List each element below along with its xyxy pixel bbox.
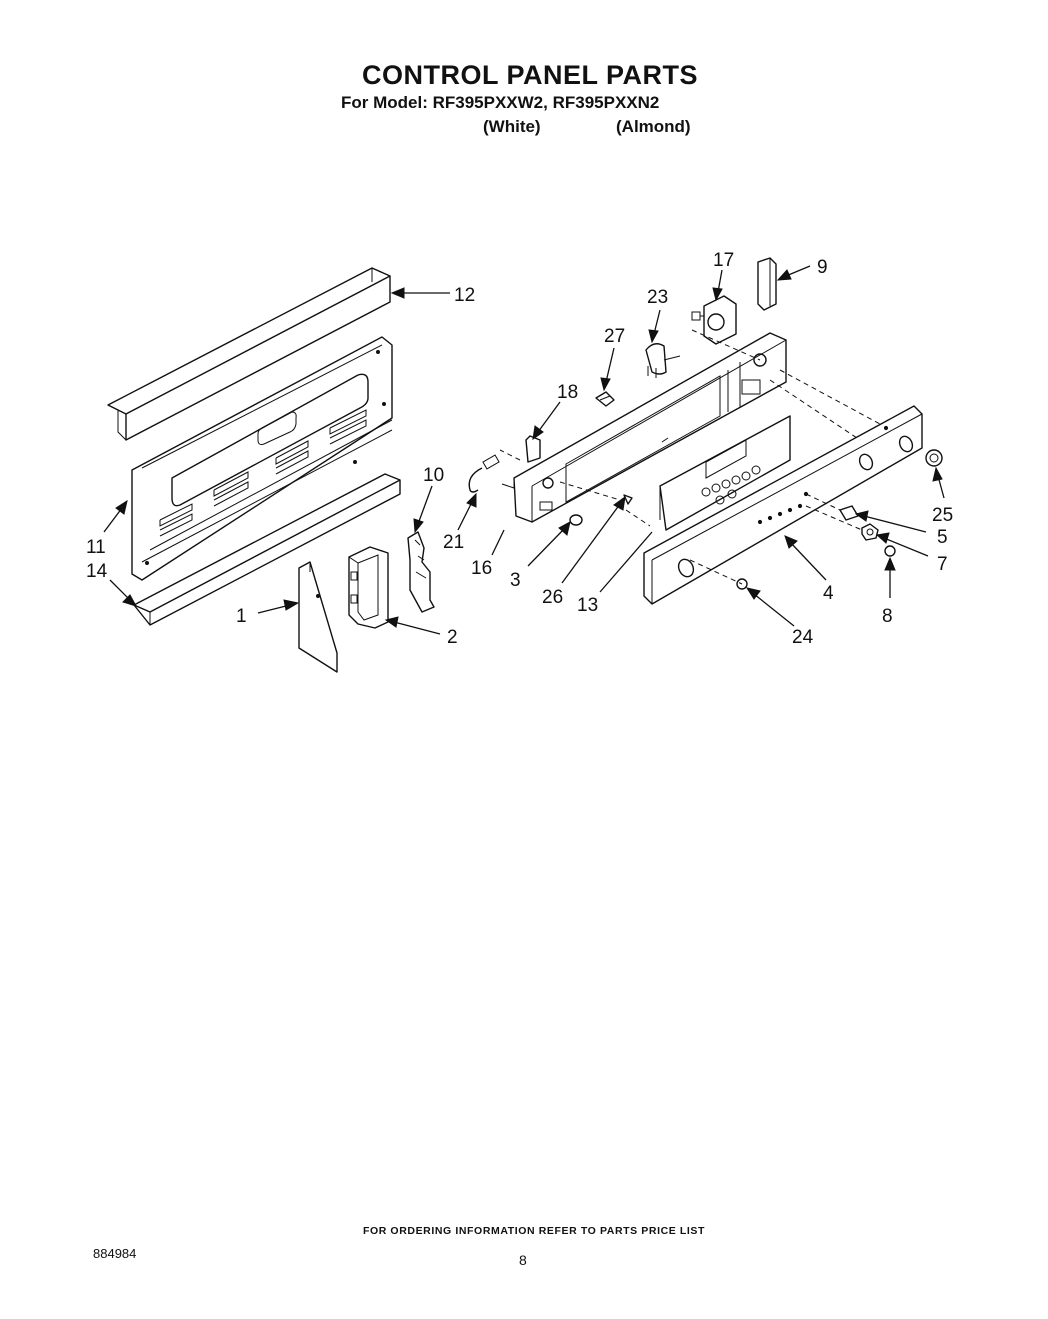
callout-7: 7: [937, 554, 948, 575]
callout-4: 4: [823, 583, 834, 604]
callout-24: 24: [792, 627, 814, 648]
part-12-top-trim: [107, 267, 391, 441]
callout-14: 14: [86, 561, 108, 582]
part-24-shaft: [736, 578, 748, 590]
part-5-socket: [839, 505, 859, 521]
callout-1: 1: [236, 606, 247, 627]
part-3-insert: [569, 514, 583, 526]
callout-8: 8: [882, 606, 893, 627]
part-26-spring-clip: [623, 494, 633, 505]
callout-21: 21: [443, 532, 464, 553]
callout-17: 17: [713, 250, 734, 271]
part-11-back-panel: [131, 336, 393, 581]
leader-lines: [103, 265, 945, 635]
part-27-clip: [595, 391, 615, 407]
part-25-knob: [925, 449, 943, 467]
part-14-bottom-trim: [133, 473, 401, 626]
part-23-potentiometer: [645, 343, 681, 378]
callout-12: 12: [454, 285, 475, 306]
part-8-screw: [884, 545, 896, 557]
part-7-nut: [861, 523, 879, 541]
part-13-display-board: [659, 415, 791, 531]
page-number: 8: [519, 1252, 527, 1268]
variant-almond: (Almond): [616, 117, 691, 136]
part-16-control-housing: [501, 332, 787, 523]
assembly-lines: [499, 329, 881, 585]
part-1-end-piece: [298, 561, 338, 673]
part-21-wire-connector: [468, 454, 500, 493]
part-9-block: [757, 257, 777, 311]
page-title: CONTROL PANEL PARTS: [361, 60, 699, 90]
callout-11: 11: [86, 537, 106, 558]
part-4-front-console: [643, 405, 923, 605]
callout-27: 27: [604, 326, 625, 347]
model-line: For Model: RF395PXXW2, RF395PXXN2: [341, 93, 660, 112]
callout-13: 13: [577, 595, 598, 616]
variant-white: (White): [483, 117, 541, 136]
callout-10: 10: [423, 465, 444, 486]
callout-25: 25: [932, 505, 953, 526]
ordering-note: FOR ORDERING INFORMATION REFER TO PARTS …: [362, 1225, 706, 1237]
callout-2: 2: [447, 627, 458, 648]
callout-16: 16: [471, 558, 492, 579]
callout-23: 23: [647, 287, 668, 308]
callout-labels: 12 11 14 1 2 10 21 16 3 26 13 18 27 23 1…: [86, 250, 953, 648]
callout-18: 18: [557, 382, 578, 403]
callout-5: 5: [937, 527, 948, 548]
callout-26: 26: [542, 587, 563, 608]
part-17-switch: [691, 295, 737, 345]
part-18-bracket-clip: [525, 435, 541, 463]
part-10-bracket: [407, 531, 435, 613]
part-2-switch-housing: [348, 546, 389, 629]
callout-3: 3: [510, 570, 521, 591]
callout-9: 9: [817, 257, 828, 278]
document-number: 884984: [93, 1246, 137, 1261]
